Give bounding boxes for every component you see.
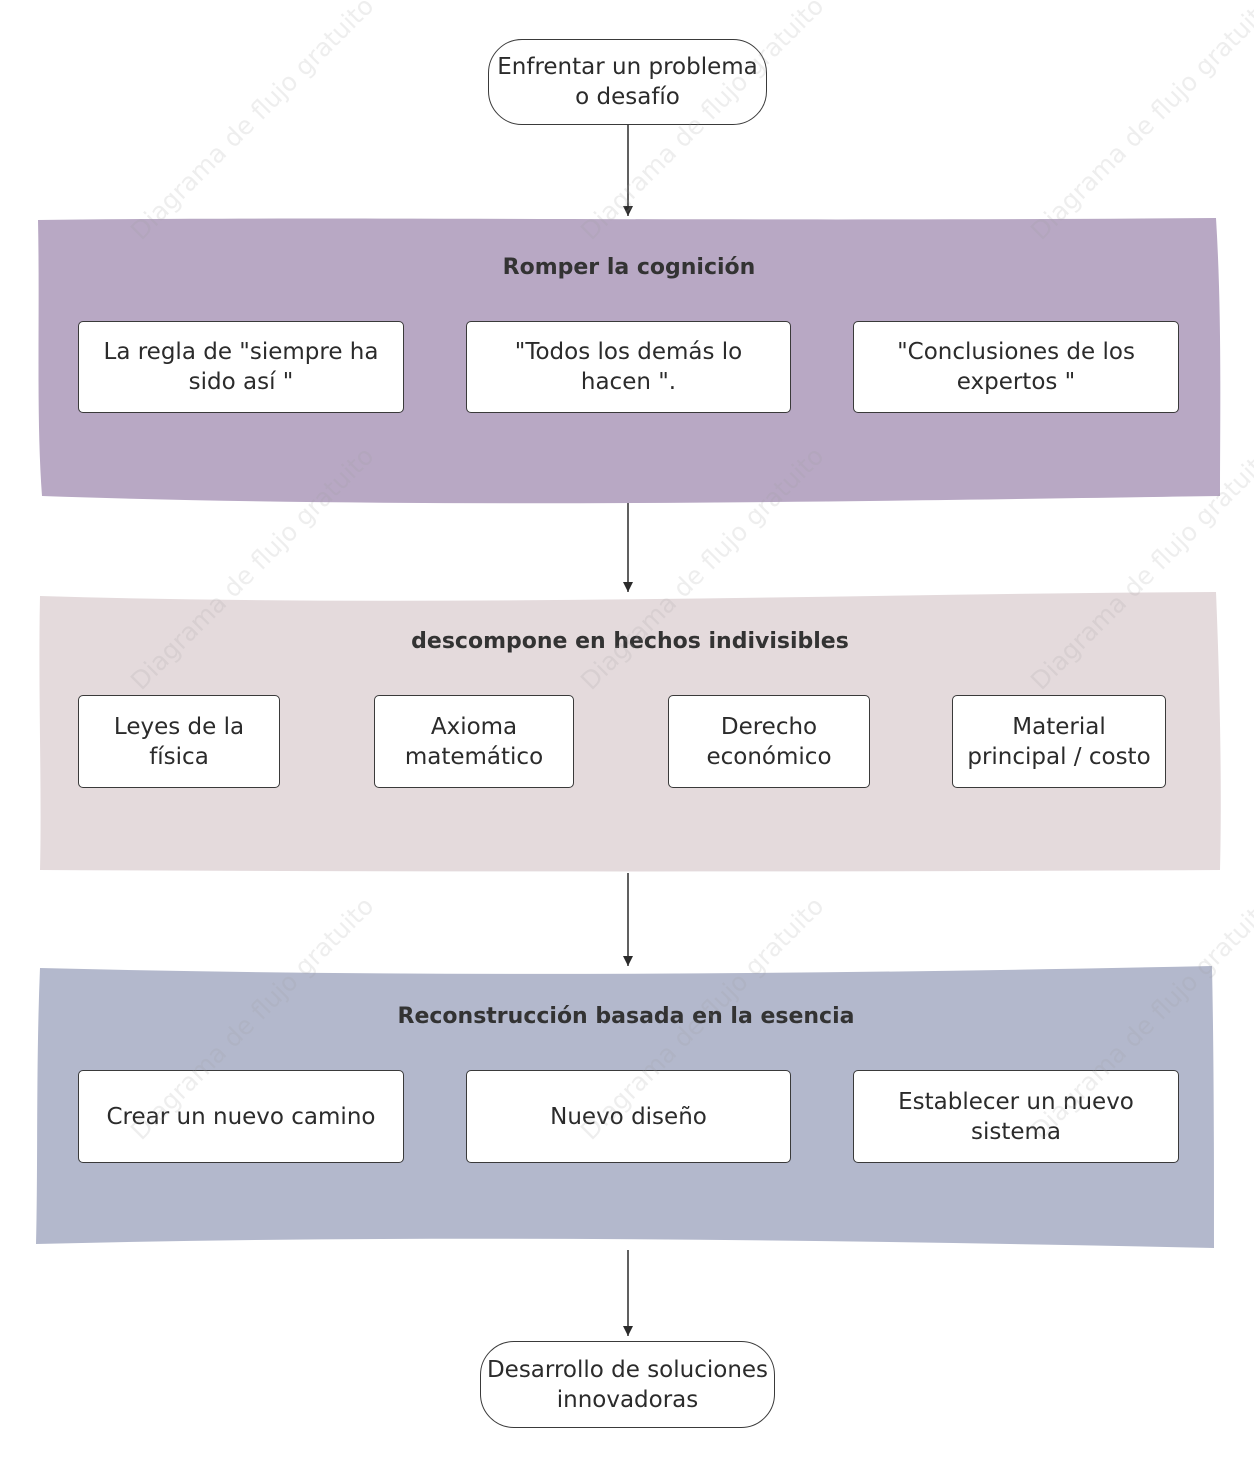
stage-title: Reconstrucción basada en la esencia xyxy=(397,1004,855,1029)
stage2-item-1: Leyes de la física xyxy=(78,695,280,788)
stage1-item-2: "Todos los demás lo hacen ". xyxy=(466,321,791,413)
stage3-item-3: Establecer un nuevo sistema xyxy=(853,1070,1179,1163)
stage2-item-3: Derecho económico xyxy=(668,695,870,788)
stage-title: descompone en hechos indivisibles xyxy=(411,629,849,654)
end-terminal: Desarrollo de soluciones innovadoras xyxy=(480,1341,775,1428)
stage3-item-2: Nuevo diseño xyxy=(466,1070,791,1163)
end-label: Desarrollo de soluciones innovadoras xyxy=(486,1356,769,1413)
stage1-item-1: La regla de "siempre ha sido así " xyxy=(78,321,404,413)
stage3-item-1: Crear un nuevo camino xyxy=(78,1070,404,1163)
stage-title: Romper la cognición xyxy=(502,255,756,280)
stage2-item-4: Material principal / costo xyxy=(952,695,1166,788)
stage-decompose: descompone en hechos indivisibles xyxy=(36,590,1224,874)
stage1-item-3: "Conclusiones de los expertos " xyxy=(853,321,1179,413)
start-label: Enfrentar un problema o desafío xyxy=(497,54,758,110)
stage2-item-2: Axioma matemático xyxy=(374,695,574,788)
start-terminal: Enfrentar un problema o desafío xyxy=(488,39,767,125)
